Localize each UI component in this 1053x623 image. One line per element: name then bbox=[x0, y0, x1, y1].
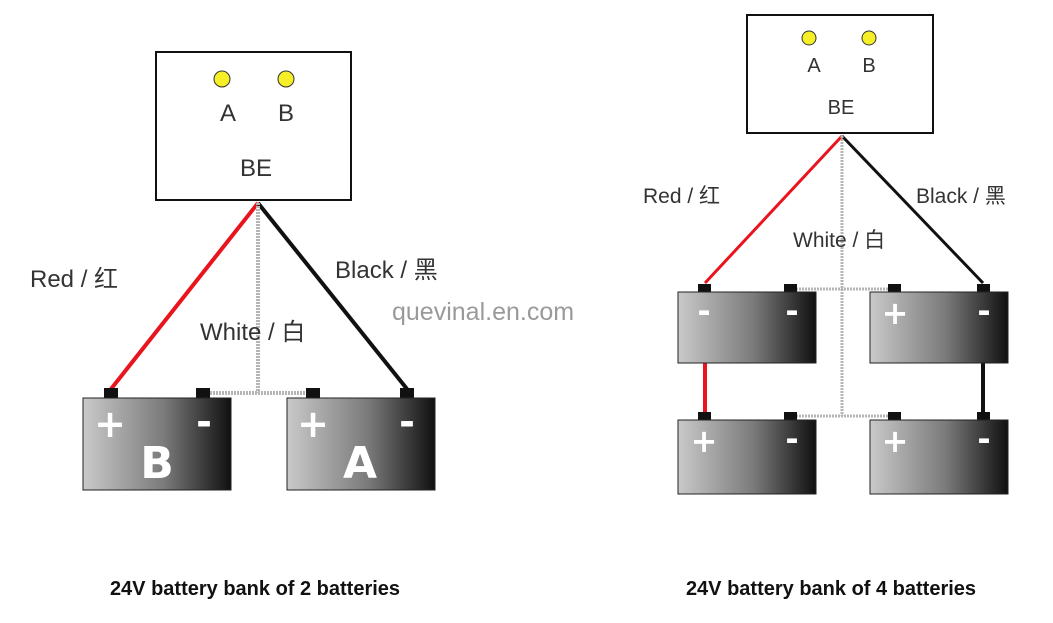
positive-terminal bbox=[104, 388, 118, 398]
led-a-icon bbox=[801, 30, 817, 46]
black-wire bbox=[256, 201, 409, 391]
plus-sign: + bbox=[94, 402, 126, 446]
watermark-text: quevinal.en.com bbox=[392, 298, 574, 326]
led-a-label: A bbox=[807, 55, 821, 77]
battery-top-left: - - bbox=[677, 284, 817, 364]
diagram-2-batteries: A B BE Red / 红 White / 白 Black / 黑 + - B… bbox=[30, 51, 438, 600]
terminal bbox=[977, 284, 990, 292]
plus-sign: + bbox=[297, 402, 329, 446]
diagram-4-batteries: A B BE Red / 红 White / 白 Black / 黑 - - + bbox=[643, 14, 1009, 600]
red-wire-label: Red / 红 bbox=[30, 266, 118, 293]
black-wire-label: Black / 黑 bbox=[335, 257, 438, 284]
terminal-sign: + bbox=[691, 422, 718, 460]
battery-a: + - A bbox=[286, 388, 436, 491]
terminal bbox=[698, 412, 711, 420]
battery-letter: B bbox=[140, 438, 174, 489]
led-b-icon bbox=[277, 70, 295, 88]
led-b-label: B bbox=[278, 100, 294, 127]
red-wire bbox=[109, 201, 260, 391]
be-device-box: A B BE bbox=[746, 14, 934, 134]
led-a-icon bbox=[213, 70, 231, 88]
white-wire-label: White / 白 bbox=[200, 319, 305, 346]
terminal-sign: - bbox=[697, 292, 710, 330]
terminal bbox=[977, 412, 990, 420]
be-device-box: A B BE bbox=[155, 51, 352, 201]
white-wire-label: White / 白 bbox=[793, 229, 885, 252]
terminal bbox=[888, 284, 901, 292]
minus-sign: - bbox=[196, 400, 212, 444]
terminal-sign: + bbox=[882, 422, 909, 460]
positive-terminal bbox=[306, 388, 320, 398]
terminal-sign: + bbox=[882, 294, 909, 332]
terminal bbox=[888, 412, 901, 420]
terminal bbox=[784, 412, 797, 420]
terminal-sign: - bbox=[977, 420, 990, 458]
battery-bottom-right: + - bbox=[869, 412, 1009, 495]
battery-top-right: + - bbox=[869, 284, 1009, 364]
battery-letter: A bbox=[343, 438, 377, 489]
negative-terminal bbox=[196, 388, 210, 398]
minus-sign: - bbox=[399, 400, 415, 444]
red-wire bbox=[703, 134, 844, 285]
terminal bbox=[784, 284, 797, 292]
black-wire-label: Black / 黑 bbox=[916, 185, 1006, 208]
terminal-sign: - bbox=[785, 420, 798, 458]
caption-2-batteries: 24V battery bank of 2 batteries bbox=[110, 578, 400, 600]
led-b-icon bbox=[861, 30, 877, 46]
caption-4-batteries: 24V battery bank of 4 batteries bbox=[686, 578, 976, 600]
terminal-sign: - bbox=[785, 292, 798, 330]
device-name-label: BE bbox=[240, 155, 272, 182]
device-name-label: BE bbox=[828, 97, 855, 119]
led-a-label: A bbox=[220, 100, 236, 127]
black-wire bbox=[840, 134, 985, 285]
battery-b: + - B bbox=[82, 388, 232, 491]
battery-bottom-left: + - bbox=[677, 412, 817, 495]
negative-terminal bbox=[400, 388, 414, 398]
led-b-label: B bbox=[862, 55, 875, 77]
terminal-sign: - bbox=[977, 292, 990, 330]
red-wire-label: Red / 红 bbox=[643, 185, 720, 208]
terminal bbox=[698, 284, 711, 292]
